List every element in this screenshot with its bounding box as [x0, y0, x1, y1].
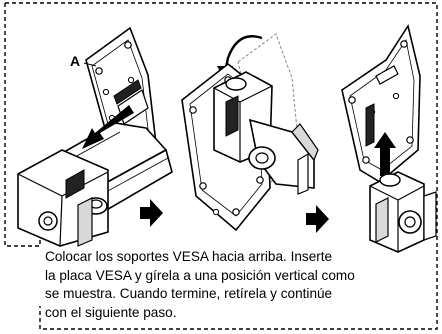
dashed-border [4, 2, 438, 330]
caption-line: se muestra. Cuando termine, retírela y c… [45, 286, 333, 302]
instruction-caption: Colocar los soportes VESA hacia arriba. … [45, 248, 437, 322]
next-step-arrow-icon [140, 199, 163, 227]
insert-direction-arrow [82, 105, 134, 149]
caption-line: Colocar los soportes VESA hacia arriba. … [45, 249, 333, 264]
remove-direction-arrow [374, 132, 396, 176]
step3-illustration [341, 23, 437, 253]
caption-line: con el siguiente paso. [45, 304, 177, 320]
next-step-arrow-icon [306, 205, 329, 233]
step2-illustration [181, 33, 319, 232]
step1-illustration [17, 26, 173, 247]
caption-line: la placa VESA y gírela a una posición ve… [45, 267, 355, 283]
callout-label-a: A [70, 53, 80, 69]
